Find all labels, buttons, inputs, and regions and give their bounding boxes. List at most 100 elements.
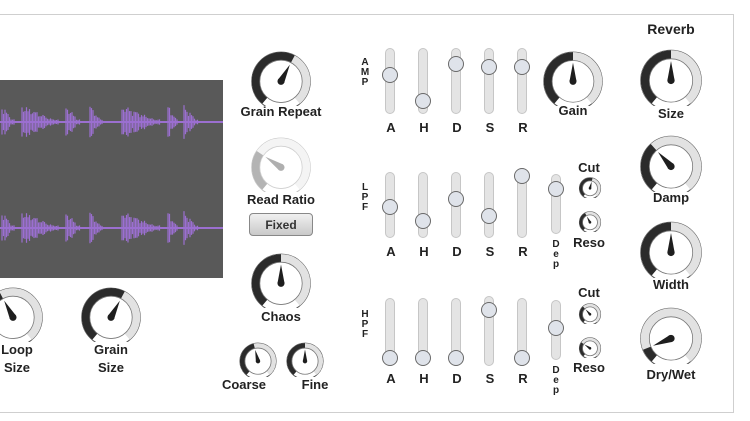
coarse-knob[interactable] xyxy=(239,341,277,380)
loop-size-knob[interactable] xyxy=(0,286,44,348)
knob-dial xyxy=(239,342,277,380)
slider-thumb[interactable] xyxy=(481,59,497,75)
slider-thumb[interactable] xyxy=(548,180,564,197)
lpf-reso-knob[interactable] xyxy=(578,210,602,234)
lpf-a-label: A xyxy=(386,244,396,259)
slider-thumb[interactable] xyxy=(415,213,431,229)
slider-thumb[interactable] xyxy=(415,93,431,109)
knob-dial xyxy=(543,51,603,112)
chaos-knob[interactable] xyxy=(250,252,312,314)
slider-thumb[interactable] xyxy=(415,350,431,366)
amp-h-slider[interactable] xyxy=(415,48,431,114)
fine-knob[interactable] xyxy=(286,341,324,380)
reverb-drywet-knob[interactable] xyxy=(638,306,704,370)
amp-a-slider[interactable] xyxy=(382,48,398,114)
lpf-s-label: S xyxy=(485,244,495,259)
slider-thumb[interactable] xyxy=(382,198,398,215)
hpf-cut-label: Cut xyxy=(578,285,600,300)
amp-d-label: D xyxy=(452,120,462,135)
hpf-a-slider[interactable] xyxy=(382,298,398,366)
slider-thumb[interactable] xyxy=(481,208,497,224)
hpf-d-slider[interactable] xyxy=(448,298,464,366)
amp-h-label: H xyxy=(419,120,429,135)
knob-dial xyxy=(251,137,311,198)
slider-thumb[interactable] xyxy=(382,67,398,83)
slider-thumb[interactable] xyxy=(448,191,464,207)
knob-dial xyxy=(81,287,141,348)
slider-thumb[interactable] xyxy=(448,55,464,72)
hpf-h-slider[interactable] xyxy=(415,298,431,366)
amp-d-slider[interactable] xyxy=(448,48,464,114)
lpf-reso-label: Reso xyxy=(573,235,605,250)
hpf-s-slider[interactable] xyxy=(481,296,497,366)
lpf-h-slider[interactable] xyxy=(415,172,431,238)
slider-thumb[interactable] xyxy=(448,350,464,366)
hpf-s-label: S xyxy=(485,371,495,386)
reverb-damp-knob[interactable] xyxy=(638,134,704,198)
slider-track xyxy=(418,172,428,238)
hpf-reso-knob[interactable] xyxy=(578,336,602,360)
grain-repeat-label: Grain Repeat xyxy=(240,104,322,119)
lpf-cut-knob[interactable] xyxy=(578,176,602,200)
hpf-d-label: D xyxy=(452,371,462,386)
lpf-cut-label: Cut xyxy=(578,160,600,175)
lpf-d-label: D xyxy=(452,244,462,259)
reverb-width-label: Width xyxy=(653,277,689,292)
amp-a-label: A xyxy=(386,120,396,135)
slider-thumb[interactable] xyxy=(514,350,530,366)
slider-track xyxy=(484,48,494,114)
slider-thumb[interactable] xyxy=(514,168,530,184)
grain-size-label-2: Size xyxy=(97,360,124,375)
read-ratio-knob[interactable] xyxy=(250,136,312,198)
slider-track xyxy=(484,172,494,238)
chaos-label: Chaos xyxy=(261,309,301,324)
hpf-tag: HPF xyxy=(361,309,369,340)
lpf-d-slider[interactable] xyxy=(448,172,464,238)
hpf-r-slider[interactable] xyxy=(514,298,530,366)
grain-size-label-1: Grain xyxy=(94,342,128,357)
waveform-display[interactable] xyxy=(0,80,223,278)
knob-dial xyxy=(251,253,311,314)
reverb-title: Reverb xyxy=(647,21,695,37)
slider-thumb[interactable] xyxy=(548,319,564,336)
knob-dial xyxy=(640,221,702,284)
lpf-dep-slider[interactable] xyxy=(548,174,564,234)
fixed-button[interactable]: Fixed xyxy=(249,213,313,236)
loop-size-label-1: Loop xyxy=(1,342,33,357)
lpf-dep-label: Dep xyxy=(552,239,560,270)
slider-thumb[interactable] xyxy=(382,350,398,366)
knob-dial xyxy=(578,211,602,234)
slider-thumb[interactable] xyxy=(514,59,530,75)
reverb-size-label: Size xyxy=(657,106,684,121)
loop-size-label-2: Size xyxy=(3,360,30,375)
hpf-r-label: R xyxy=(518,371,528,386)
reverb-damp-label: Damp xyxy=(652,190,690,205)
grain-size-knob[interactable] xyxy=(80,286,142,348)
hpf-cut-knob[interactable] xyxy=(578,302,602,326)
amp-r-label: R xyxy=(518,120,528,135)
lpf-tag: LPF xyxy=(361,182,369,213)
hpf-a-label: A xyxy=(386,371,396,386)
amp-s-slider[interactable] xyxy=(481,48,497,114)
knob-dial xyxy=(286,342,324,380)
gain-knob[interactable] xyxy=(541,50,605,112)
gain-label: Gain xyxy=(558,103,588,118)
knob-dial xyxy=(0,287,43,348)
grain-repeat-knob[interactable] xyxy=(250,50,312,112)
slider-thumb[interactable] xyxy=(481,302,497,319)
knob-dial xyxy=(251,51,311,112)
hpf-h-label: H xyxy=(419,371,429,386)
lpf-r-slider[interactable] xyxy=(514,168,530,238)
slider-track xyxy=(484,296,494,366)
hpf-dep-slider[interactable] xyxy=(548,300,564,360)
amp-tag: AMP xyxy=(360,57,370,88)
amp-r-slider[interactable] xyxy=(514,48,530,114)
reverb-width-knob[interactable] xyxy=(638,220,704,284)
hpf-reso-label: Reso xyxy=(573,360,605,375)
knob-dial xyxy=(578,177,602,200)
reverb-size-knob[interactable] xyxy=(638,48,704,112)
slider-track xyxy=(551,174,561,234)
lpf-s-slider[interactable] xyxy=(481,172,497,238)
lpf-a-slider[interactable] xyxy=(382,172,398,238)
knob-dial xyxy=(640,49,702,112)
